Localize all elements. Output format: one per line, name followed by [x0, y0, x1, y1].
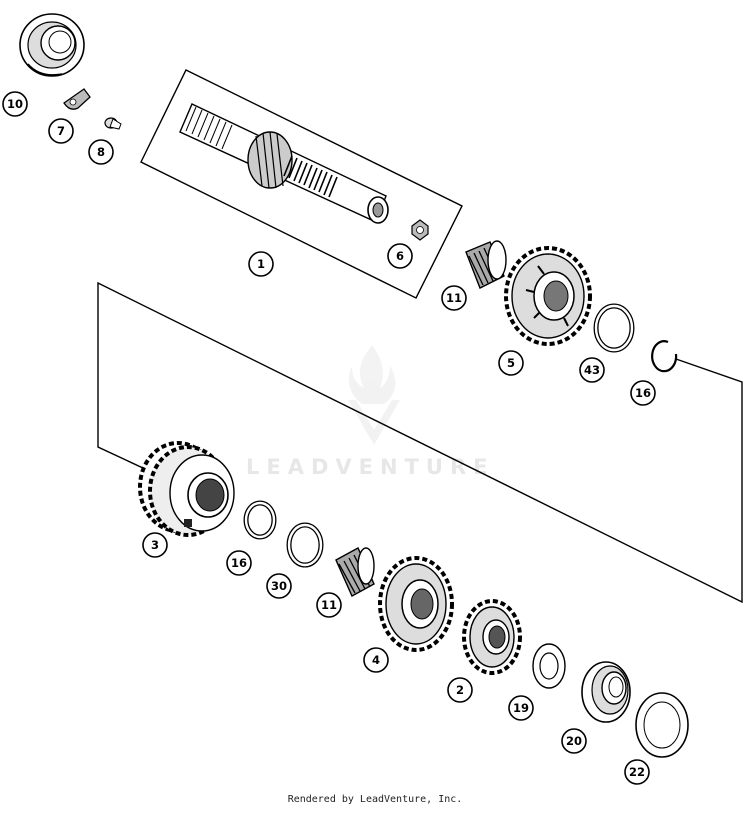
callout-5[interactable]: 5 — [498, 350, 524, 376]
callout-label: 30 — [271, 579, 287, 593]
callouts: 10 7 8 1 6 11 5 43 16 3 16 30 11 4 2 19 … — [2, 91, 656, 785]
callout-label: 22 — [629, 765, 645, 779]
callout-10[interactable]: 10 — [2, 91, 28, 117]
spacer-ring-icon — [593, 303, 635, 353]
washer-icon — [532, 643, 566, 689]
callout-1[interactable]: 1 — [248, 251, 274, 277]
gear-icon — [378, 556, 454, 652]
callout-label: 6 — [396, 249, 404, 263]
callout-20[interactable]: 20 — [561, 728, 587, 754]
callout-16[interactable]: 16 — [226, 550, 252, 576]
callout-16[interactable]: 16 — [630, 380, 656, 406]
nut-icon — [411, 219, 429, 241]
callout-label: 20 — [566, 734, 582, 748]
callout-label: 16 — [635, 386, 651, 400]
flame-logo-icon — [348, 345, 400, 445]
callout-6[interactable]: 6 — [387, 243, 413, 269]
watermark-brand: LEADVENTURE — [246, 455, 494, 479]
render-credit: Rendered by LeadVenture, Inc. — [287, 794, 463, 805]
callout-30[interactable]: 30 — [266, 573, 292, 599]
callout-43[interactable]: 43 — [579, 357, 605, 383]
callout-label: 19 — [513, 701, 529, 715]
callout-7[interactable]: 7 — [48, 118, 74, 144]
callout-2[interactable]: 2 — [447, 677, 473, 703]
circlip-icon — [243, 500, 277, 540]
washer-icon — [635, 692, 689, 758]
callout-label: 3 — [151, 538, 159, 552]
needle-bearing-icon — [465, 240, 507, 289]
callout-label: 10 — [7, 97, 23, 111]
callout-label: 16 — [231, 556, 247, 570]
callout-11[interactable]: 11 — [441, 285, 467, 311]
needle-bearing-icon — [335, 547, 375, 597]
gear-icon — [462, 599, 522, 675]
circlip-icon — [651, 340, 678, 373]
callout-label: 1 — [257, 257, 265, 271]
callout-8[interactable]: 8 — [88, 139, 114, 165]
shaft-group-box — [140, 69, 463, 299]
callout-label: 8 — [97, 145, 105, 159]
callout-label: 11 — [321, 598, 337, 612]
watermark: LEADVENTURE — [246, 345, 494, 479]
screw-icon — [104, 117, 122, 130]
callout-label: 2 — [456, 683, 464, 697]
lock-plate-icon — [63, 88, 91, 110]
callout-4[interactable]: 4 — [363, 647, 389, 673]
spacer-ring-icon — [286, 522, 324, 568]
callout-label: 11 — [446, 291, 462, 305]
main-shaft-icon — [179, 103, 389, 224]
callout-19[interactable]: 19 — [508, 695, 534, 721]
gear-icon — [504, 246, 592, 346]
callout-label: 43 — [584, 363, 600, 377]
callout-3[interactable]: 3 — [142, 532, 168, 558]
gear-icon — [138, 441, 235, 537]
callout-label: 7 — [57, 124, 65, 138]
gear-group-box — [97, 281, 743, 604]
ball-bearing-icon — [19, 13, 85, 77]
callout-label: 4 — [372, 653, 380, 667]
callout-22[interactable]: 22 — [624, 759, 650, 785]
callout-label: 5 — [507, 356, 515, 370]
ball-bearing-icon — [581, 661, 631, 723]
callout-11[interactable]: 11 — [316, 592, 342, 618]
